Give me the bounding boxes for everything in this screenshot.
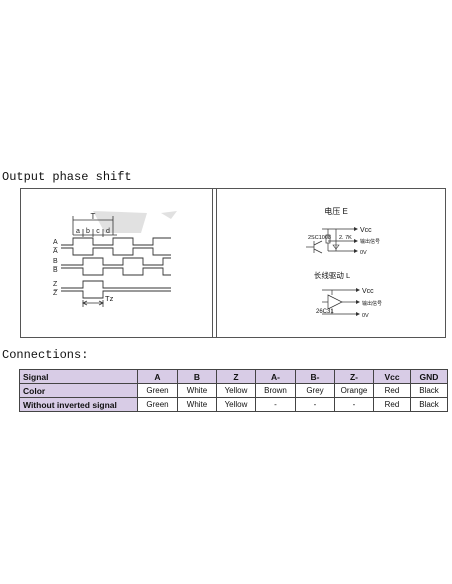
table-header-cell: A (137, 369, 178, 384)
segment-label-b: b (86, 228, 90, 235)
table-cell: White (177, 383, 217, 398)
table-row-label: Without inverted signal (19, 397, 138, 412)
table-header-cell: Signal (19, 369, 138, 384)
table-header-cell: B- (295, 369, 335, 384)
divider-line (212, 189, 213, 337)
segment-label-a: a (76, 228, 80, 235)
waveform-z-inv (61, 290, 171, 299)
period-marker (72, 216, 117, 237)
ld-vcc-arrow-icon (356, 288, 360, 292)
table-cell: Green (137, 397, 178, 412)
table-cell: Black (410, 383, 448, 398)
table-cell: Black (410, 397, 448, 412)
voltage-output-label: 输出信号 (360, 238, 380, 245)
output-phase-shift-figure: T a b c d A A̅ B B̅ Z Z̅ Tz (20, 188, 446, 338)
line-driver-ic-label: 26C31 (316, 309, 334, 315)
output-phase-shift-heading: Output phase shift (2, 170, 132, 184)
table-row: Color Green White Yellow Brown Grey Oran… (19, 383, 448, 398)
line-driver-title: 长线驱动 L (314, 270, 350, 280)
divider-line-secondary (216, 189, 217, 337)
table-cell: Green (137, 383, 178, 398)
table-header-row: Signal A B Z A- B- Z- Vcc GND (19, 369, 448, 384)
signal-label-z-inv: Z̅ (53, 289, 59, 297)
segment-label-d: d (106, 228, 110, 235)
signal-label-a-inv: A̅ (52, 247, 58, 255)
table-cell: - (295, 397, 335, 412)
voltage-ground-label: 0V (360, 250, 367, 256)
signal-label-z: Z (53, 281, 58, 288)
line-driver-wiring (322, 289, 356, 315)
circuit-diagrams: 电压 E Vcc 2SC1008 2. 7K 输出信号 0V 长线驱动 L (306, 206, 382, 319)
voltage-circuit-title: 电压 E (324, 206, 348, 216)
signal-label-a: A (53, 239, 58, 246)
voltage-resistor-label: 2. 7K (339, 235, 352, 241)
timing-diagram: T a b c d A A̅ B B̅ Z Z̅ Tz (52, 211, 177, 307)
voltage-circuit-wiring (306, 228, 354, 254)
vcc-arrow-icon (354, 227, 358, 231)
table-cell: - (255, 397, 296, 412)
waveform-z (61, 280, 171, 289)
table-cell: Brown (255, 383, 296, 398)
segment-label-c: c (96, 228, 100, 235)
waveform-b-inv (61, 267, 171, 276)
ld-ground-arrow-icon (356, 312, 360, 316)
table-cell: Red (373, 383, 411, 398)
waveform-b (61, 257, 171, 266)
line-driver-buffer-icon (327, 294, 343, 310)
waveform-a (61, 237, 171, 246)
voltage-transistor-label: 2SC1008 (308, 235, 331, 241)
scan-smudge-small (161, 211, 177, 219)
table-cell: White (177, 397, 217, 412)
zener-diode-icon (332, 244, 340, 250)
table-cell: - (334, 397, 374, 412)
table-header-cell: A- (255, 369, 296, 384)
line-driver-ground-label: 0V (362, 313, 369, 319)
table-row-label: Color (19, 383, 138, 398)
period-label: T (91, 212, 96, 221)
line-driver-output-label: 输出信号 (362, 300, 382, 307)
scan-smudge (93, 211, 147, 233)
table-cell: Red (373, 397, 411, 412)
ground-arrow-icon (354, 249, 358, 253)
table-cell: Grey (295, 383, 335, 398)
connections-table: Signal A B Z A- B- Z- Vcc GND Color Gree… (19, 369, 448, 412)
signal-label-b-inv: B̅ (52, 266, 58, 274)
line-driver-vcc-label: Vcc (362, 288, 374, 295)
waveform-a-inv (61, 247, 171, 256)
table-header-cell: B (177, 369, 217, 384)
table-cell: Orange (334, 383, 374, 398)
table-header-cell: Z- (334, 369, 374, 384)
table-header-cell: Vcc (373, 369, 411, 384)
table-header-cell: GND (410, 369, 448, 384)
table-cell: Yellow (216, 383, 256, 398)
table-cell: Yellow (216, 397, 256, 412)
voltage-vcc-label: Vcc (360, 227, 372, 234)
output-arrow-icon (354, 239, 358, 243)
table-header-cell: Z (216, 369, 256, 384)
signal-label-b: B (53, 258, 58, 265)
index-marker (82, 300, 104, 307)
connections-heading: Connections: (2, 348, 89, 362)
index-label: Tz (105, 294, 114, 303)
ld-output-arrow-icon (356, 300, 360, 304)
table-row: Without inverted signal Green White Yell… (19, 397, 448, 412)
